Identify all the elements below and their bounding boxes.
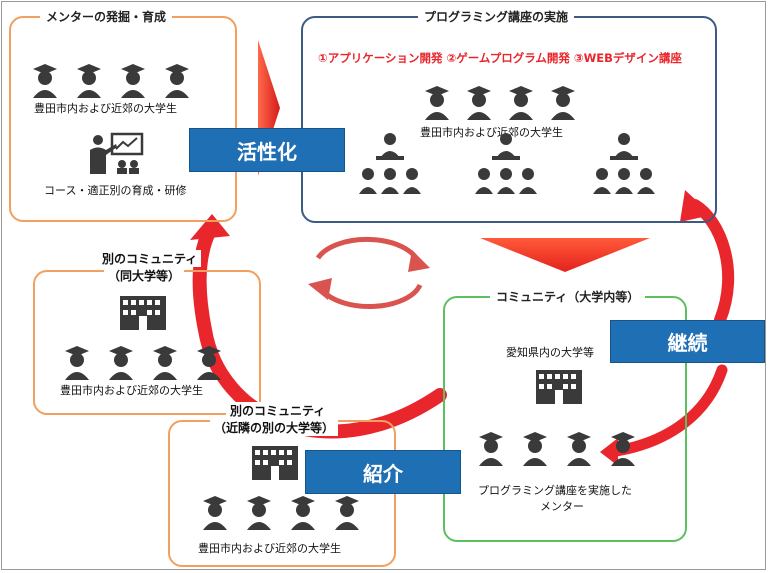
continue-badge: 継続 <box>610 320 765 363</box>
cycle-arrowhead-1 <box>408 250 430 272</box>
lecture-group-icon <box>358 132 422 194</box>
graduate-icon <box>62 344 92 380</box>
mentor-students-label: 豊田市内および近郊の大学生 <box>34 102 177 115</box>
course-training-label: コース・適正別の育成・研修 <box>44 184 187 197</box>
mentor-box-title: メンターの発掘・育成 <box>40 8 173 25</box>
other-community-1-students <box>62 344 224 380</box>
program-box-title: プログラミング講座の実施 <box>418 8 575 25</box>
arrow-head-mentors <box>600 438 618 466</box>
graduate-icon <box>288 494 318 530</box>
program-students-label: 豊田市内および近郊の大学生 <box>420 126 563 139</box>
other-community-2-students-label: 豊田市内および近郊の大学生 <box>198 542 341 555</box>
teacher-board-icon <box>86 132 146 174</box>
mentors-label-line2: メンター <box>540 500 584 513</box>
arrow-head-mentor <box>190 214 230 240</box>
cycle-arrowhead-2 <box>308 278 332 300</box>
course-list: ①アプリケーション開発 ②ゲームプログラム開発 ③WEBデザイン講座 <box>318 51 682 65</box>
arrow-down-chevron <box>480 238 650 272</box>
graduate-icon <box>476 430 506 466</box>
cycle-icon <box>315 236 423 310</box>
other-community-1-students-label: 豊田市内および近郊の大学生 <box>60 384 203 397</box>
graduate-icon <box>548 84 578 120</box>
lecture-group-icon <box>592 132 656 194</box>
program-students-icons <box>422 84 578 120</box>
university-community-title: コミュニティ（大学内等） <box>490 288 646 305</box>
other-community-2-subtitle: （近隣の別の大学等） <box>210 419 339 436</box>
graduate-icon <box>30 62 60 98</box>
other-community-2-students <box>200 494 362 530</box>
graduate-icon <box>118 62 148 98</box>
other-community-1-title: 別のコミュニティ <box>98 250 202 267</box>
mentor-students-icons <box>30 62 192 98</box>
university-building-icon <box>252 446 298 480</box>
graduate-icon <box>608 430 638 466</box>
other-community-1-subtitle: （同大学等） <box>104 267 185 284</box>
graduate-icon <box>332 494 362 530</box>
graduate-icon <box>464 84 494 120</box>
graduate-icon <box>194 344 224 380</box>
graduate-icon <box>244 494 274 530</box>
graduate-icon <box>106 344 136 380</box>
mentor-icons <box>476 430 638 466</box>
universities-label: 愛知県内の大学等 <box>506 346 594 359</box>
graduate-icon <box>74 62 104 98</box>
university-building-icon <box>536 370 582 404</box>
university-building-icon <box>120 296 166 330</box>
graduate-icon <box>200 494 230 530</box>
graduate-icon <box>564 430 594 466</box>
introduce-badge: 紹介 <box>305 450 461 494</box>
graduate-icon <box>422 84 452 120</box>
graduate-icon <box>506 84 536 120</box>
graduate-icon <box>150 344 180 380</box>
activate-badge: 活性化 <box>189 128 345 172</box>
mentors-label-line1: プログラミング講座を実施した <box>478 484 632 497</box>
graduate-icon <box>520 430 550 466</box>
graduate-icon <box>162 62 192 98</box>
lecture-group-icon <box>474 132 538 194</box>
other-community-2-title: 別のコミュニティ <box>226 402 330 419</box>
